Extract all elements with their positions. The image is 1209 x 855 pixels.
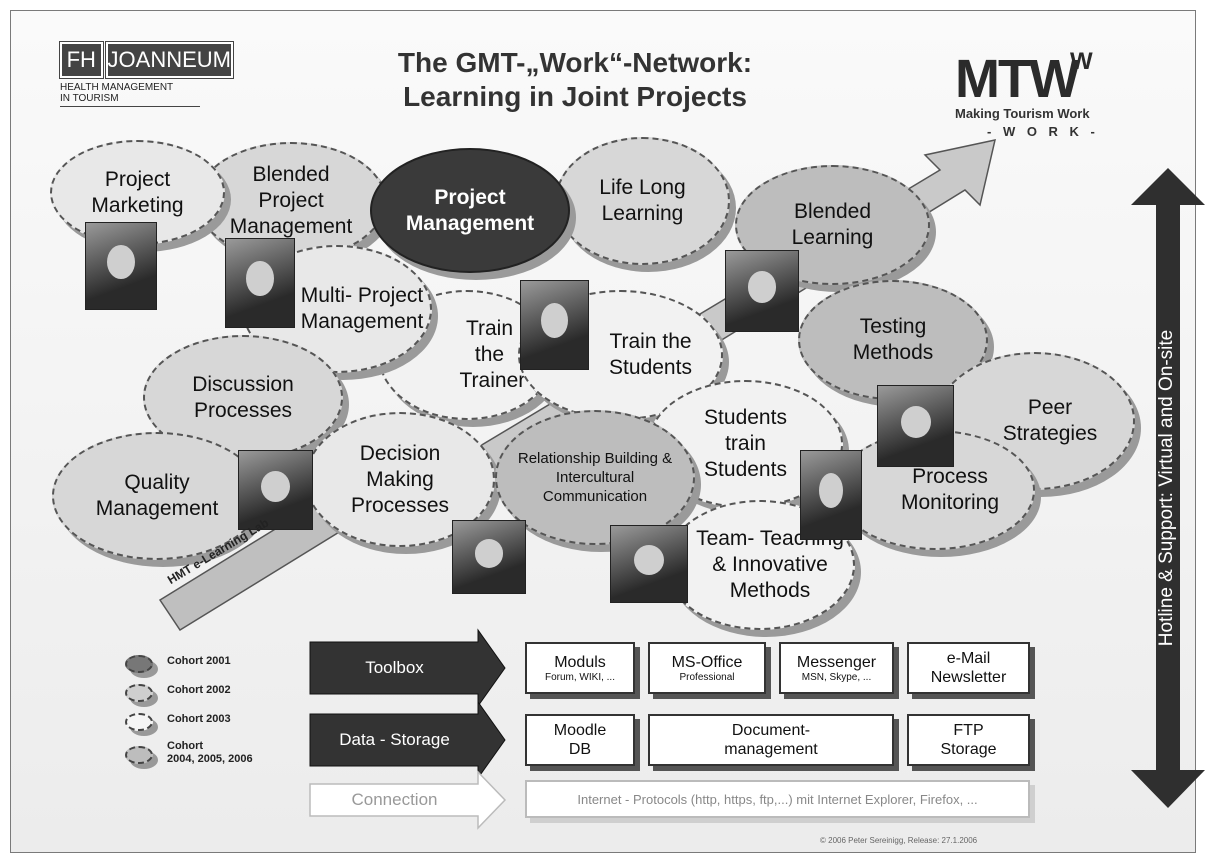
- bubble-label: Train the Trainer: [459, 317, 526, 392]
- bubble-life-long-learning: Life Long Learning: [555, 137, 730, 265]
- bubble-label: Blended Learning: [791, 200, 874, 249]
- box-title: e-Mail: [946, 650, 991, 667]
- legend-item-2004-2006: Cohort 2004, 2005, 2006: [125, 740, 253, 766]
- box-subtitle: MSN, Skype, ...: [801, 671, 872, 683]
- bubble-label: Testing Methods: [852, 315, 934, 364]
- person-photo: [520, 280, 589, 370]
- bubble-label: Relationship Building & Intercultural Co…: [517, 450, 673, 505]
- logo-fh-text: FH: [59, 41, 104, 79]
- person-photo: [85, 222, 157, 310]
- mtw-logo: MTW: [955, 49, 1080, 109]
- box-title: MS-Office: [671, 653, 743, 671]
- connection-arrow-shape: [309, 770, 507, 830]
- bubble-label: Students train Students: [704, 406, 787, 481]
- bubble-label: Multi- Project Management: [300, 284, 424, 333]
- bubble-label: Train the Students: [609, 330, 692, 379]
- connection-text: Internet - Protocols (http, https, ftp,.…: [577, 791, 978, 807]
- title-line2: Learning in Joint Projects: [403, 81, 747, 112]
- fh-joanneum-logo: FH JOANNEUM: [59, 41, 235, 79]
- person-photo: [610, 525, 688, 603]
- support-arrow-shape: [1131, 168, 1205, 808]
- person-photo: [225, 238, 295, 328]
- storage-box-ftp: FTP Storage: [907, 714, 1030, 766]
- mtw-tagline: Making Tourism Work: [955, 106, 1090, 121]
- box-subtitle: DB: [568, 741, 592, 758]
- box-title: Document-: [731, 722, 811, 739]
- legend-swatch: [125, 684, 153, 702]
- box-title: FTP: [953, 722, 984, 739]
- legend-swatch: [125, 746, 153, 764]
- person-photo: [877, 385, 954, 467]
- box-subtitle: Forum, WIKI, ...: [544, 671, 615, 683]
- legend-swatch: [125, 713, 153, 731]
- title-line1: The GMT-„Work“-Network:: [397, 47, 753, 78]
- bubble-label: Project Marketing: [91, 167, 184, 217]
- box-subtitle: Storage: [940, 741, 997, 758]
- legend-label: Cohort 2003: [167, 713, 231, 725]
- person-photo: [725, 250, 799, 332]
- box-subtitle: Newsletter: [930, 669, 1007, 686]
- box-subtitle: management: [724, 741, 818, 758]
- legend-label-line1: Cohort: [167, 740, 204, 752]
- bubble-project-marketing: Project Marketing: [50, 140, 225, 245]
- legend-label-line2: 2004, 2005, 2006: [167, 753, 253, 765]
- support-side-text: Hotline & Support: Virtual and On-site: [1156, 329, 1177, 647]
- legend-swatch: [125, 655, 153, 673]
- toolbox-arrow-shape: [309, 628, 506, 708]
- bubble-label: Decision Making Processes: [350, 441, 450, 517]
- toolbox-box-email: e-Mail Newsletter: [907, 642, 1030, 694]
- logo-joanneum-text: JOANNEUM: [104, 41, 235, 79]
- bubble-process-monitoring: Process Monitoring: [835, 430, 1035, 550]
- mtw-tagline-work: - W O R K -: [987, 124, 1099, 139]
- connection-label: Connection: [351, 790, 438, 809]
- legend-item-2003: Cohort 2003: [125, 713, 231, 731]
- box-subtitle: Professional: [679, 671, 735, 683]
- bubble-label: Process Monitoring: [900, 465, 1000, 514]
- bubble-label: Project Management: [405, 185, 535, 235]
- copyright-text: © 2006 Peter Sereinigg, Release: 27.1.20…: [820, 836, 978, 845]
- person-photo: [452, 520, 526, 594]
- page-title: The GMT-„Work“-Network: Learning in Join…: [360, 46, 790, 114]
- toolbox-box-ms-office: MS-Office Professional: [648, 642, 766, 694]
- legend-item-2001: Cohort 2001: [125, 655, 231, 673]
- legend-item-2002: Cohort 2002: [125, 684, 231, 702]
- bubble-label: Discussion Processes: [192, 372, 294, 422]
- person-photo: [800, 450, 862, 540]
- bubble-project-management: Project Management: [370, 148, 570, 273]
- legend-label: Cohort 2001: [167, 655, 231, 667]
- box-title: Moodle: [553, 722, 607, 739]
- bubble-decision-making-processes: Decision Making Processes: [305, 412, 495, 547]
- toolbox-label: Toolbox: [365, 658, 424, 677]
- storage-box-document-management: Document- management: [648, 714, 894, 766]
- logo-sub-line1: HEALTH MANAGEMENT: [60, 82, 174, 93]
- legend-label: Cohort 2002: [167, 684, 231, 696]
- storage-box-moodle: Moodle DB: [525, 714, 635, 766]
- mtw-logo-superscript: W: [1070, 48, 1093, 75]
- bubble-label: Peer Strategies: [1002, 396, 1098, 445]
- toolbox-box-messenger: Messenger MSN, Skype, ...: [779, 642, 894, 694]
- bubble-label: Life Long Learning: [599, 176, 686, 225]
- bubble-relationship-building: Relationship Building & Intercultural Co…: [495, 410, 695, 545]
- connection-box: Internet - Protocols (http, https, ftp,.…: [525, 780, 1030, 818]
- bubble-label: Blended Project Management: [229, 163, 353, 238]
- legend-label: Cohort 2004, 2005, 2006: [167, 740, 253, 766]
- logo-subtitle: HEALTH MANAGEMENT IN TOURISM: [60, 82, 200, 107]
- data-storage-label: Data - Storage: [339, 730, 450, 749]
- storage-arrow-shape: [309, 700, 506, 780]
- box-title: Moduls: [554, 653, 606, 671]
- box-title: Messenger: [796, 653, 877, 671]
- toolbox-box-moduls: Moduls Forum, WIKI, ...: [525, 642, 635, 694]
- person-photo: [238, 450, 313, 530]
- logo-sub-line2: IN TOURISM: [60, 93, 119, 104]
- bubble-label: Quality Management: [95, 471, 219, 520]
